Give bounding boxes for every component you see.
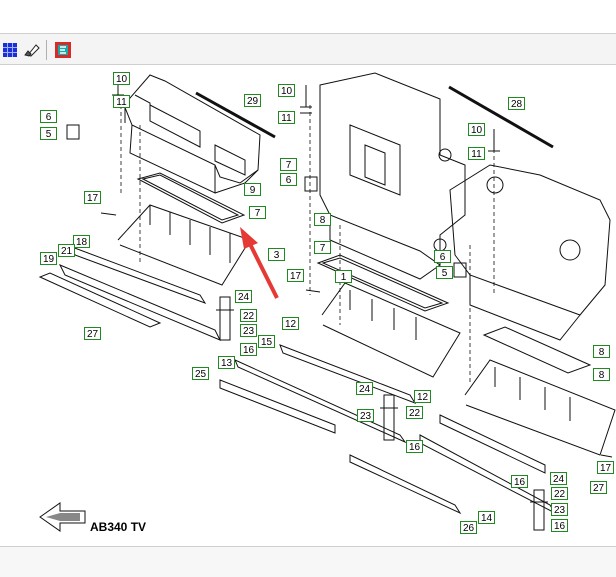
callout-3: 3 xyxy=(268,248,285,261)
callout-26: 26 xyxy=(460,521,477,534)
callout-25: 25 xyxy=(192,367,209,380)
callout-7: 8 xyxy=(593,368,610,381)
toolbar xyxy=(0,33,616,65)
callout-7: 7 xyxy=(249,206,266,219)
callout-10: 10 xyxy=(468,123,485,136)
callout-5: 5 xyxy=(436,266,453,279)
callout-29: 29 xyxy=(244,94,261,107)
callout-12: 12 xyxy=(414,390,431,403)
callout-11: 11 xyxy=(278,111,295,124)
callout-5: 5 xyxy=(40,127,57,140)
callout-27: 27 xyxy=(84,327,101,340)
callout-24: 24 xyxy=(550,472,567,485)
callout-11: 11 xyxy=(468,147,485,160)
callout-22: 22 xyxy=(551,487,568,500)
bottom-bar xyxy=(0,546,616,577)
grid-icon[interactable] xyxy=(2,42,18,58)
model-label: AB340 TV xyxy=(90,520,147,534)
toolbar-separator xyxy=(46,40,47,60)
callout-16: 16 xyxy=(551,519,568,532)
callout-13: 13 xyxy=(218,356,235,369)
callout-6: 7 xyxy=(280,158,297,171)
callout-17: 17 xyxy=(287,269,304,282)
callout-27: 27 xyxy=(590,481,607,494)
callout-22: 22 xyxy=(240,309,257,322)
callout-21: 21 xyxy=(58,244,75,257)
callout-10: 10 xyxy=(278,84,295,97)
eraser-icon[interactable] xyxy=(24,42,40,58)
callout-15: 15 xyxy=(258,335,275,348)
callout-6: 6 xyxy=(40,110,57,123)
callout-9: 9 xyxy=(244,183,261,196)
callout-17: 17 xyxy=(597,461,614,474)
callout-5: 6 xyxy=(280,173,297,186)
callout-14: 14 xyxy=(478,511,495,524)
callout-18: 18 xyxy=(73,235,90,248)
callout-22: 22 xyxy=(406,406,423,419)
callout-8: 8 xyxy=(593,345,610,358)
app-logo-icon[interactable] xyxy=(55,42,71,58)
highlight-arrow xyxy=(240,227,279,299)
callout-7: 7 xyxy=(314,241,331,254)
callout-19: 19 xyxy=(40,252,57,265)
callout-24: 24 xyxy=(235,290,252,303)
callout-11: 11 xyxy=(113,95,130,108)
callout-28: 28 xyxy=(508,97,525,110)
callout-16: 16 xyxy=(240,343,257,356)
callout-6: 6 xyxy=(434,250,451,263)
exploded-parts-drawing xyxy=(38,72,616,532)
callout-24: 24 xyxy=(356,382,373,395)
callout-23: 23 xyxy=(551,503,568,516)
diagram-canvas: 10 11 6 5 29 10 11 28 10 11 7 6 9 7 17 8… xyxy=(0,65,616,546)
callout-16: 16 xyxy=(406,440,423,453)
callout-10: 10 xyxy=(113,72,130,85)
callout-1: 1 xyxy=(335,270,352,283)
callout-23: 23 xyxy=(357,409,374,422)
callout-12: 12 xyxy=(282,317,299,330)
callout-15: 16 xyxy=(511,475,528,488)
callout-8: 8 xyxy=(314,213,331,226)
callout-17: 17 xyxy=(84,191,101,204)
callout-23: 23 xyxy=(240,324,257,337)
direction-arrow-logo xyxy=(39,502,86,532)
